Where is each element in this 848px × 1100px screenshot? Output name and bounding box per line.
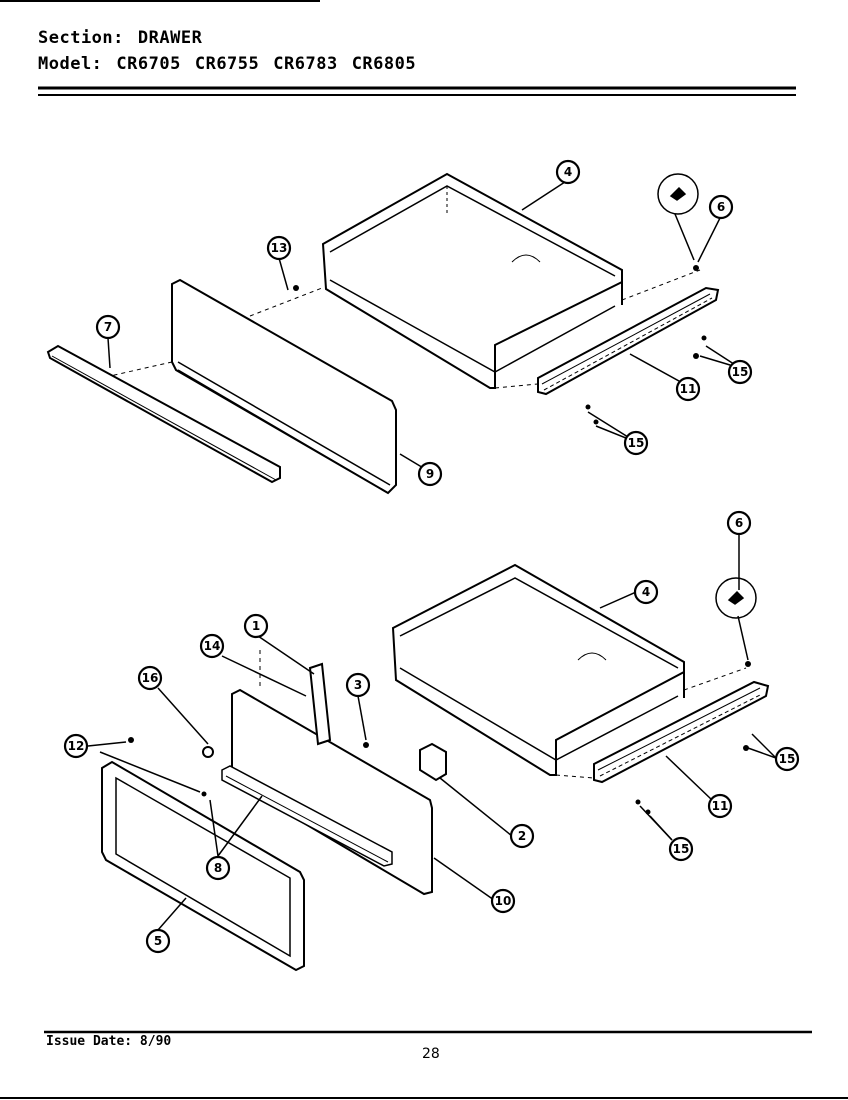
svg-text:15: 15 (732, 365, 749, 379)
top-leaders (107, 179, 741, 473)
callout-12: 12 (63, 733, 89, 759)
svg-text:6: 6 (735, 516, 743, 530)
svg-text:15: 15 (628, 436, 645, 450)
svg-text:3: 3 (354, 678, 362, 692)
bottom-drawer-box (391, 563, 685, 776)
svg-text:6: 6 (717, 200, 725, 214)
top-drawer-front (171, 278, 397, 495)
issue-date: Issue Date: 8/90 (46, 1034, 172, 1049)
svg-text:4: 4 (564, 165, 572, 179)
callout-6: 6 (726, 510, 752, 536)
svg-text:9: 9 (426, 467, 434, 481)
top-slide-rail (537, 286, 720, 396)
svg-text:11: 11 (712, 799, 729, 813)
svg-text:11: 11 (680, 382, 697, 396)
callout-10: 10 (490, 888, 516, 914)
svg-text:16: 16 (142, 671, 159, 685)
top-handle-trim (46, 344, 281, 484)
callout-4: 4 (633, 579, 659, 605)
svg-text:10: 10 (495, 894, 512, 908)
callout-15: 15 (727, 359, 753, 385)
callout-13: 13 (266, 235, 292, 261)
callout-11: 11 (707, 793, 733, 819)
callout-14: 14 (199, 633, 225, 659)
callout-6: 6 (708, 194, 734, 220)
svg-text:15: 15 (673, 842, 690, 856)
model-number: CR6755 (194, 54, 260, 74)
callout-15: 15 (668, 836, 694, 862)
callout-7: 7 (95, 314, 121, 340)
footer-rules (0, 1030, 848, 1099)
svg-text:5: 5 (154, 934, 162, 948)
svg-text:2: 2 (518, 829, 526, 843)
bottom-leaders (87, 534, 777, 931)
bottom-inner-panel (221, 688, 433, 896)
svg-text:1: 1 (252, 619, 260, 633)
callout-4: 4 (555, 159, 581, 185)
bottom-drawer-front-frame (101, 760, 305, 972)
svg-text:4: 4 (642, 585, 650, 599)
svg-text:8: 8 (214, 861, 222, 875)
svg-text:14: 14 (204, 639, 221, 653)
svg-text:15: 15 (779, 752, 796, 766)
callout-11: 11 (675, 376, 701, 402)
callout-2: 2 (509, 823, 535, 849)
page-number: 28 (422, 1046, 440, 1062)
top-dash-lines (109, 269, 701, 389)
bottom-bumper (419, 742, 447, 782)
top-clip-inset (657, 173, 699, 215)
callout-5: 5 (145, 928, 171, 954)
bottom-dash-lines (259, 650, 747, 779)
callout-8: 8 (205, 855, 231, 881)
model-number: CR6805 (351, 54, 417, 74)
svg-text:12: 12 (68, 739, 85, 753)
top-small-parts (293, 265, 707, 425)
callout-3: 3 (345, 672, 371, 698)
callout-9: 9 (417, 461, 443, 487)
model-label: Model: (38, 54, 103, 74)
callout-15: 15 (623, 430, 649, 456)
model-line: Model: CR6705 CR6755 CR6783 CR6805 (38, 54, 430, 74)
model-number: CR6705 (116, 54, 181, 74)
callout-1: 1 (243, 613, 269, 639)
svg-text:13: 13 (271, 241, 288, 255)
bottom-slide-rail (593, 680, 770, 784)
section-value: DRAWER (137, 28, 203, 48)
callout-16: 16 (137, 665, 163, 691)
header-rules (0, 0, 796, 96)
top-drawer-box (321, 172, 623, 389)
callout-15: 15 (774, 746, 800, 772)
section-line: Section: DRAWER (38, 28, 216, 48)
model-number: CR6783 (273, 54, 338, 74)
bottom-bracket (308, 662, 332, 746)
bottom-small-parts (128, 661, 751, 815)
bottom-clip-inset (715, 577, 757, 619)
svg-text:7: 7 (104, 320, 112, 334)
section-label: Section: (38, 28, 124, 48)
